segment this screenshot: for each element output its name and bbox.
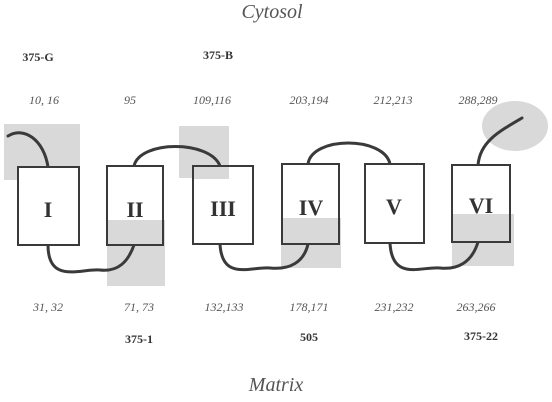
helix-label-iv: IV — [299, 195, 324, 220]
bottom-residue-2: 71, 73 — [124, 300, 154, 314]
bottom-residue-5: 231,232 — [375, 300, 414, 314]
antibody-label-375-b: 375-B — [203, 48, 233, 62]
helix-iv: IV — [281, 163, 340, 245]
antibody-label-375-1: 375-1 — [125, 332, 153, 346]
bottom-residue-6: 263,266 — [457, 300, 496, 314]
bottom-residue-1: 31, 32 — [32, 300, 63, 314]
helix-i: I — [17, 166, 80, 246]
top-residue-6: 288,289 — [459, 93, 498, 107]
helix-label-ii: II — [126, 197, 143, 222]
antibody-label-505: 505 — [300, 330, 318, 344]
antibody-label-375-g: 375-G — [22, 50, 53, 64]
top-residue-1: 10, 16 — [29, 93, 59, 107]
helix-v: V — [364, 163, 425, 244]
loop-iv-v-cytosol — [306, 141, 392, 166]
helix-iii: III — [192, 165, 254, 245]
bottom-residue-4: 178,171 — [290, 300, 329, 314]
top-residue-3: 109,116 — [193, 93, 231, 107]
loop-ii-iii-cytosol — [132, 145, 222, 168]
loop-v-vi-matrix — [388, 240, 480, 272]
top-residue-5: 212,213 — [374, 93, 413, 107]
n-terminus-tail — [6, 131, 50, 169]
c-terminus-tail — [476, 116, 524, 167]
antibody-label-375-22: 375-22 — [464, 329, 498, 343]
cytosol-label: Cytosol — [241, 1, 303, 23]
top-residue-4: 203,194 — [290, 93, 329, 107]
helix-ii: II — [106, 165, 164, 246]
loops — [6, 116, 524, 274]
loop-iii-iv-matrix — [218, 242, 310, 272]
matrix-label: Matrix — [248, 374, 304, 396]
bottom-residue-3: 132,133 — [205, 300, 244, 314]
helix-vi: VI — [451, 164, 511, 243]
epitope-shade-c-terminus — [482, 101, 548, 151]
loop-i-ii-matrix — [46, 243, 136, 274]
helix-label-i: I — [44, 197, 53, 222]
top-residue-2: 95 — [124, 93, 136, 107]
helix-label-v: V — [386, 194, 402, 219]
helix-label-vi: VI — [469, 193, 493, 218]
helix-label-iii: III — [210, 196, 236, 221]
helices: I II III IV V VI — [17, 163, 511, 246]
